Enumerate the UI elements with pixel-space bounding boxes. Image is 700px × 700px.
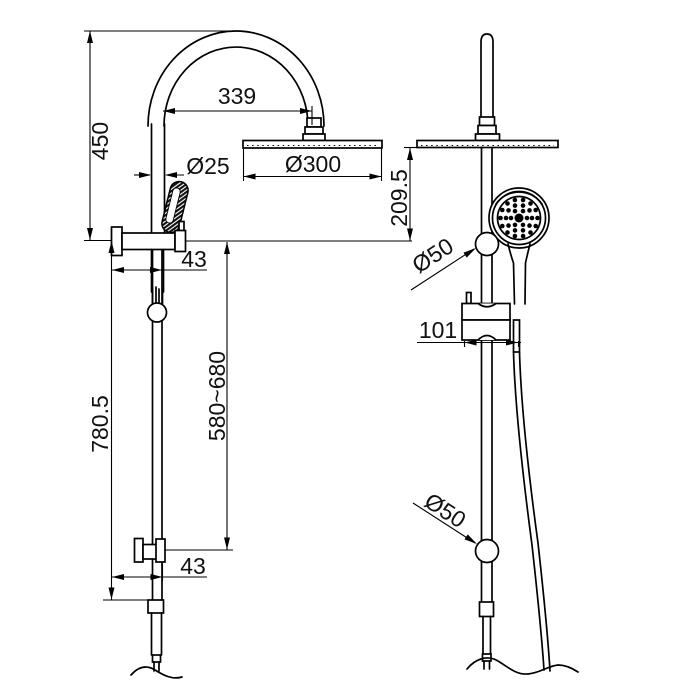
riser-rod-side: [480, 33, 494, 118]
slider-knob-side-bottom: [474, 538, 500, 564]
break-line-side: [466, 657, 579, 675]
dimension-101: 101: [417, 317, 521, 347]
dim-339-label: 339: [218, 83, 256, 109]
dim-d25-label: Ø25: [186, 153, 229, 179]
rain-shower-head-side: [416, 139, 559, 149]
dim-780-5-label: 780.5: [87, 395, 113, 453]
hose-outlet-front: [147, 599, 165, 672]
dim-43-bottom-label: 43: [180, 553, 206, 579]
dimension-450: 450: [84, 30, 236, 242]
callout-d50-bottom-label: Ø50: [420, 488, 471, 533]
callout-d50-bottom: Ø50: [412, 488, 477, 544]
slider-knob-side-top: [474, 231, 500, 257]
front-view: [110, 30, 383, 679]
handshower-nozzle-dots: [498, 197, 540, 239]
callout-d50-top-label: Ø50: [407, 233, 458, 278]
dimension-d300: Ø300: [242, 149, 383, 181]
break-line-front: [130, 666, 183, 679]
dimension-43-top: 43: [112, 246, 207, 275]
dim-450-label: 450: [87, 122, 113, 160]
dimension-209-5: 209.5: [185, 146, 417, 242]
dimension-43-bottom: 43: [112, 553, 207, 581]
head-connector-side: [474, 116, 501, 142]
wall-bracket-side: [461, 291, 521, 353]
dim-43-top-label: 43: [181, 246, 207, 272]
rain-shower-head-front: [242, 139, 383, 149]
dim-101-label: 101: [419, 317, 457, 343]
dimension-339: 339: [163, 83, 313, 125]
slider-knob-front: [146, 302, 168, 323]
riser-pipe-front: [150, 123, 166, 601]
dimension-580-680: 580~680: [165, 242, 233, 551]
lower-wall-bracket: [133, 537, 166, 563]
callout-d50-top: Ø50: [407, 233, 476, 291]
side-view: [416, 33, 579, 675]
hand-shower-side: [488, 187, 550, 305]
dimension-780-5: 780.5: [87, 227, 149, 601]
dim-d300-label: Ø300: [285, 151, 341, 177]
dim-580-680-label: 580~680: [204, 351, 230, 441]
dim-209-5-label: 209.5: [386, 169, 412, 227]
dimension-d25: Ø25: [134, 153, 230, 179]
head-connector-front: [302, 117, 326, 142]
shower-hose: [512, 351, 551, 672]
